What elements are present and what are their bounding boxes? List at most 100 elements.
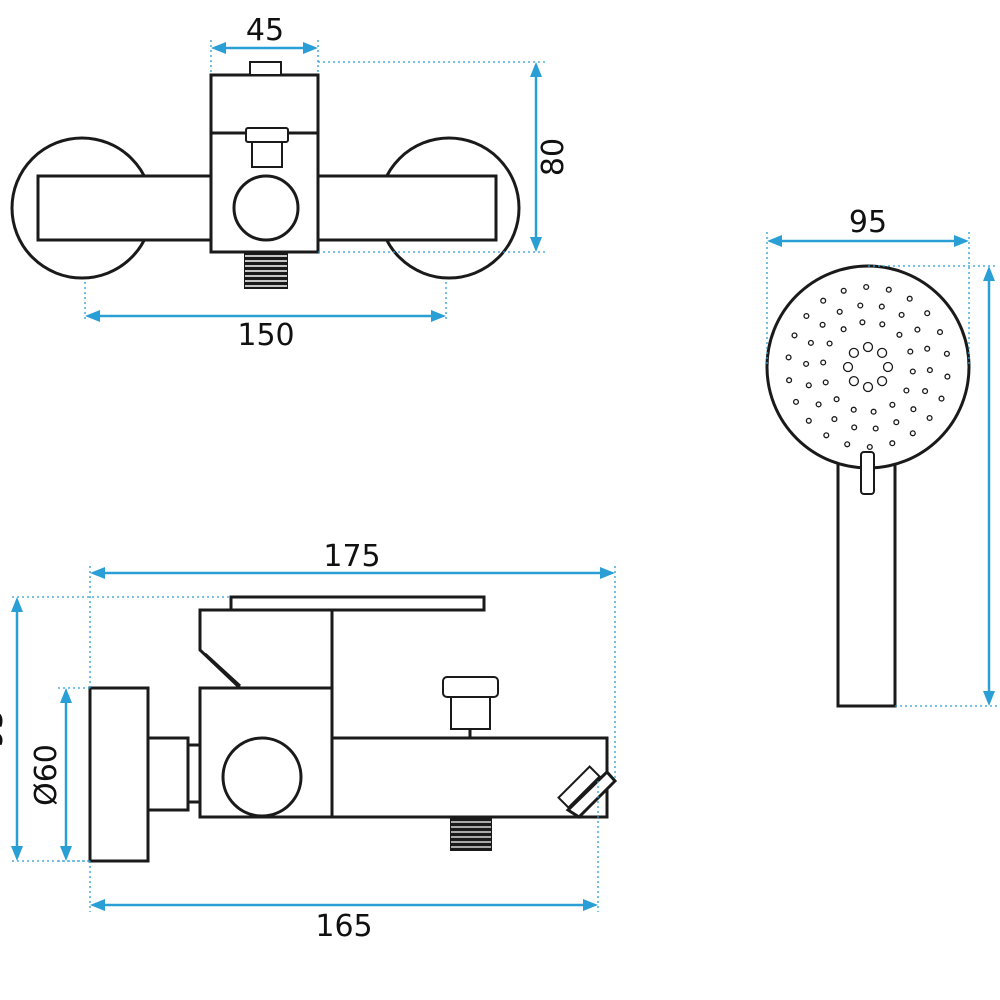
spray-hole <box>896 331 903 338</box>
spray-holes <box>785 283 951 451</box>
spray-hole <box>943 350 950 357</box>
outlet-thread <box>244 252 288 289</box>
spray-hole <box>863 283 870 291</box>
spray-hole <box>893 419 900 426</box>
spray-hole <box>859 319 866 326</box>
diverter-knob-side <box>442 676 499 698</box>
spray-hole <box>879 321 886 328</box>
diverter-stem <box>251 141 283 168</box>
spray-hole <box>876 347 888 359</box>
spray-hole <box>924 345 931 352</box>
spray-hole <box>807 339 814 346</box>
spray-hole <box>831 416 838 423</box>
dimension-93: 93 <box>0 596 231 862</box>
spray-hole <box>840 287 847 294</box>
spray-hole <box>870 408 877 415</box>
spray-hole <box>936 329 944 336</box>
spray-hole <box>922 388 929 395</box>
spray-hole <box>836 308 843 315</box>
outlet-thread-side <box>450 817 492 851</box>
dim-label-80: 80 <box>536 138 571 176</box>
spray-hole <box>926 414 933 422</box>
spray-hole <box>878 303 885 310</box>
dimension-diameter-60: Ø60 <box>29 687 90 862</box>
spray-hole <box>907 348 914 355</box>
spray-hole <box>938 395 945 402</box>
dimension-45: 45 <box>210 13 319 75</box>
spray-hole <box>805 382 812 389</box>
spray-hole <box>822 379 829 386</box>
wall-flange-side <box>88 686 150 863</box>
hand-shower: 95 225 <box>765 205 1000 708</box>
spray-hole <box>924 310 931 317</box>
spray-hole <box>850 406 857 413</box>
lever-upper-block <box>198 608 334 690</box>
side-view-mixer: 175 93 Ø60 165 <box>0 539 618 944</box>
spray-hole <box>844 441 851 448</box>
spray-hole <box>862 341 874 353</box>
spray-hole <box>872 425 879 432</box>
spray-hole <box>805 417 812 424</box>
spray-hole <box>820 297 827 304</box>
spray-hole <box>803 360 810 367</box>
spray-hole <box>803 312 810 320</box>
spray-hole <box>840 326 847 333</box>
thermostat-dial <box>232 174 300 242</box>
dimension-175: 175 <box>89 539 616 781</box>
spray-hole <box>848 347 860 359</box>
spray-hole <box>876 375 888 387</box>
aerator <box>557 765 601 809</box>
dim-label-150: 150 <box>237 318 294 353</box>
spray-hole <box>909 368 916 375</box>
dim-label-225: 225 <box>998 457 1000 514</box>
spray-hole <box>785 354 792 361</box>
dim-label-diameter: Ø60 <box>29 744 64 806</box>
spray-hole <box>786 377 793 384</box>
lever-handle <box>229 595 486 612</box>
dimension-80: 80 <box>318 61 571 253</box>
eccentric-connector <box>146 736 190 812</box>
spray-hole <box>823 432 830 439</box>
diverter-knob <box>245 127 289 143</box>
spray-hole <box>862 381 874 393</box>
diverter-stem-side <box>450 696 491 730</box>
spray-hole <box>889 401 896 408</box>
shower-button <box>860 451 875 495</box>
spray-hole <box>906 295 913 302</box>
spray-hole <box>889 440 896 447</box>
spray-hole <box>944 373 951 380</box>
spray-hole <box>866 443 873 451</box>
dim-label-165: 165 <box>315 909 372 944</box>
spray-hole <box>815 401 822 408</box>
spray-hole <box>792 398 800 405</box>
dim-label-93: 93 <box>0 710 10 748</box>
spray-hole <box>851 424 858 431</box>
spray-hole <box>848 375 860 387</box>
spray-hole <box>914 326 921 333</box>
spray-hole <box>909 430 916 437</box>
spray-hole <box>819 321 826 328</box>
spout-tip <box>565 738 618 819</box>
lever-cap <box>249 61 282 76</box>
spray-hole <box>826 340 833 347</box>
spray-hole <box>926 367 933 374</box>
top-view-mixer: 45 80 150 <box>10 13 571 353</box>
shower-head-face <box>765 264 971 470</box>
spray-hole <box>882 361 894 373</box>
dimension-225: 225 <box>868 265 1000 707</box>
spray-hole <box>885 286 892 293</box>
dim-label-45: 45 <box>246 13 284 48</box>
spray-hole <box>833 396 840 403</box>
spray-hole <box>820 359 827 366</box>
spray-hole <box>910 406 917 413</box>
spray-hole <box>842 361 854 373</box>
spray-hole <box>903 387 910 394</box>
dimension-165: 165 <box>89 781 599 944</box>
spray-hole <box>857 302 864 309</box>
dim-label-95: 95 <box>849 205 887 240</box>
dimension-150: 150 <box>84 282 447 353</box>
spray-hole <box>791 332 798 339</box>
temperature-dial-side <box>221 736 303 818</box>
dimension-95: 95 <box>766 205 970 365</box>
